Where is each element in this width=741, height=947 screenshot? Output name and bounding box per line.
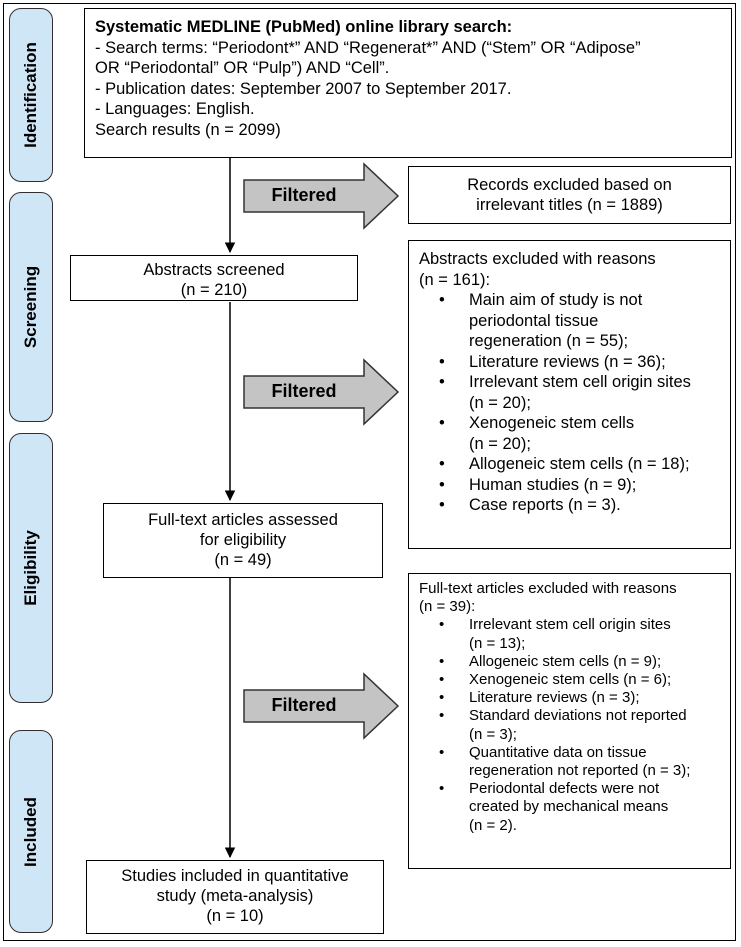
filtered-arrow-3 bbox=[243, 672, 400, 740]
item-line: Literature reviews (n = 3); bbox=[469, 689, 640, 707]
item-line: Allogeneic stem cells (n = 9); bbox=[469, 652, 662, 670]
item-line: Xenogeneic stem cells bbox=[469, 414, 635, 432]
search-line: OR “Periodontal” OR “Pulp”) AND “Cell”. bbox=[95, 59, 390, 77]
search-line: - Publication dates: September 2007 to S… bbox=[95, 79, 512, 98]
excluded-titles-box: Records excluded based on irrelevant tit… bbox=[408, 166, 731, 224]
included-studies-box: Studies included in quantitative study (… bbox=[86, 860, 384, 934]
fulltext-assessed-line: for eligibility bbox=[199, 531, 287, 549]
filtered-label: Filtered bbox=[271, 185, 337, 205]
item-line: (n = 3); bbox=[469, 725, 517, 743]
item-line: Literature reviews (n = 36); bbox=[469, 352, 666, 371]
fulltext-exclusion-item: Allogeneic stem cells (n = 9); bbox=[419, 653, 720, 671]
filtered-label: Filtered bbox=[271, 381, 337, 401]
fulltext-exclusion-item: Periodontal defects were not created by … bbox=[419, 780, 720, 835]
fulltext-exclusion-item: Quantitative data on tissue regeneration… bbox=[419, 744, 720, 780]
fulltext-exclusion-item: Literature reviews (n = 3); bbox=[419, 689, 720, 707]
abstract-exclusion-item: Irrelevant stem cell origin sites (n = 2… bbox=[419, 372, 720, 413]
fulltext-exclusion-item: Irrelevant stem cell origin sites (n = 1… bbox=[419, 616, 720, 652]
abstract-exclusion-item: Literature reviews (n = 36); bbox=[419, 352, 720, 373]
stage-included: Included bbox=[9, 730, 53, 933]
stage-eligibility: Eligibility bbox=[9, 433, 53, 703]
item-line: Main aim of study is not bbox=[469, 291, 643, 309]
item-line: created by mechanical means bbox=[469, 798, 669, 816]
item-line: (n = 13); bbox=[469, 634, 526, 652]
included-line: study (meta-analysis) bbox=[156, 887, 314, 905]
abstracts-excluded-count: (n = 161): bbox=[419, 270, 491, 289]
item-line: Periodontal defects were not bbox=[469, 780, 660, 798]
abstract-exclusion-item: Main aim of study is not periodontal tis… bbox=[419, 290, 720, 352]
included-count: (n = 10) bbox=[206, 907, 264, 925]
item-line: Human studies (n = 9); bbox=[469, 475, 637, 494]
item-line: (n = 20); bbox=[469, 393, 531, 412]
filtered-arrow-2 bbox=[243, 358, 400, 426]
abstracts-excluded-box: Abstracts excluded with reasons (n = 161… bbox=[408, 240, 731, 549]
item-line: regeneration not reported (n = 3); bbox=[469, 762, 691, 780]
excluded-titles-line: irrelevant titles (n = 1889) bbox=[476, 196, 663, 214]
search-title: Systematic MEDLINE (PubMed) online libra… bbox=[95, 18, 513, 36]
item-line: Irrelevant stem cell origin sites bbox=[469, 373, 691, 391]
abstracts-screened-box: Abstracts screened (n = 210) bbox=[70, 255, 358, 301]
item-line: (n = 2). bbox=[469, 816, 517, 834]
item-line: Case reports (n = 3). bbox=[469, 496, 621, 514]
stage-identification: Identification bbox=[9, 8, 53, 182]
fulltext-exclusion-item: Standard deviations not reported (n = 3)… bbox=[419, 707, 720, 743]
diagram-frame bbox=[3, 3, 736, 941]
stage-screening: Screening bbox=[9, 192, 53, 422]
filtered-label: Filtered bbox=[271, 695, 337, 715]
included-line: Studies included in quantitative bbox=[121, 867, 349, 885]
abstract-exclusion-item: Allogeneic stem cells (n = 18); bbox=[419, 454, 720, 475]
filtered-arrow-1 bbox=[243, 162, 400, 230]
item-line: regeneration (n = 55); bbox=[469, 332, 629, 350]
abstracts-excluded-header: Abstracts excluded with reasons bbox=[419, 250, 656, 268]
item-line: Standard deviations not reported bbox=[469, 707, 687, 725]
abstract-exclusion-item: Human studies (n = 9); bbox=[419, 475, 720, 496]
search-box: Systematic MEDLINE (PubMed) online libra… bbox=[84, 8, 732, 158]
search-line: Search results (n = 2099) bbox=[95, 120, 281, 139]
item-line: Xenogeneic stem cells (n = 6); bbox=[469, 671, 672, 689]
fulltext-excluded-box: Full-text articles excluded with reasons… bbox=[408, 573, 731, 869]
fulltext-assessed-line: Full-text articles assessed bbox=[148, 511, 338, 529]
fulltext-exclusion-item: Xenogeneic stem cells (n = 6); bbox=[419, 671, 720, 689]
abstract-exclusion-item: Xenogeneic stem cells (n = 20); bbox=[419, 413, 720, 454]
item-line: (n = 20); bbox=[469, 434, 531, 453]
item-line: Quantitative data on tissue bbox=[469, 743, 647, 761]
item-line: periodontal tissue bbox=[469, 311, 599, 330]
abstract-exclusion-item: Case reports (n = 3). bbox=[419, 495, 720, 516]
fulltext-assessed-box: Full-text articles assessed for eligibil… bbox=[103, 503, 383, 578]
item-line: Allogeneic stem cells (n = 18); bbox=[469, 455, 690, 473]
search-line: - Search terms: “Periodont*” AND “Regene… bbox=[95, 38, 641, 57]
fulltext-assessed-count: (n = 49) bbox=[214, 551, 272, 569]
abstracts-screened-count: (n = 210) bbox=[180, 281, 248, 299]
fulltext-excluded-count: (n = 39): bbox=[419, 598, 476, 616]
excluded-titles-line: Records excluded based on bbox=[467, 176, 672, 194]
search-line: - Languages: English. bbox=[95, 100, 255, 118]
item-line: Irrelevant stem cell origin sites bbox=[469, 616, 671, 634]
fulltext-excluded-header: Full-text articles excluded with reasons bbox=[419, 580, 677, 597]
abstracts-screened-line: Abstracts screened bbox=[143, 261, 285, 279]
